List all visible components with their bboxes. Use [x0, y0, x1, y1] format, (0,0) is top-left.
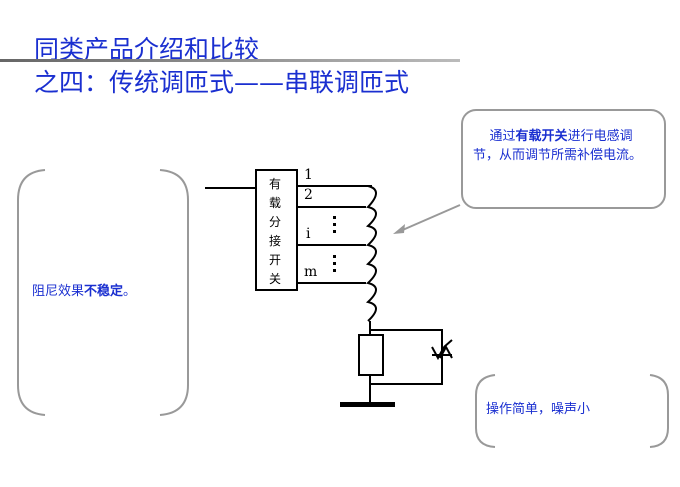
callout-arrow: [397, 204, 461, 233]
left-note: 阻尼效果不稳定。: [32, 284, 137, 299]
bottom-right-bracket-open: [475, 374, 496, 448]
switch-label: 有载分接开关: [268, 177, 281, 286]
callout-box: [461, 109, 666, 209]
resistor: [358, 334, 384, 376]
title-divider: [0, 59, 460, 62]
tap-i: i: [306, 226, 311, 242]
callout-text: 通过有载开关进行电感调节，从而调节所需补偿电流。: [473, 129, 643, 163]
thyristor: [431, 339, 453, 361]
left-bracket-open: [17, 169, 46, 416]
on-load-tap-switch: [255, 169, 298, 291]
ellipsis-dots: [333, 216, 336, 272]
right-note: 操作简单，噪声小: [486, 402, 591, 417]
tap-1: 1: [304, 167, 313, 183]
inductor-coil: [365, 185, 377, 322]
title-line2: 之四：传统调匝式——串联调匝式: [34, 68, 410, 97]
arrow-head-icon: [393, 224, 405, 234]
tap-2: 2: [304, 187, 313, 203]
ground-bar: [340, 402, 395, 407]
tap-m: m: [304, 264, 318, 280]
bottom-right-bracket-close: [649, 374, 669, 448]
left-bracket-close: [159, 169, 189, 416]
